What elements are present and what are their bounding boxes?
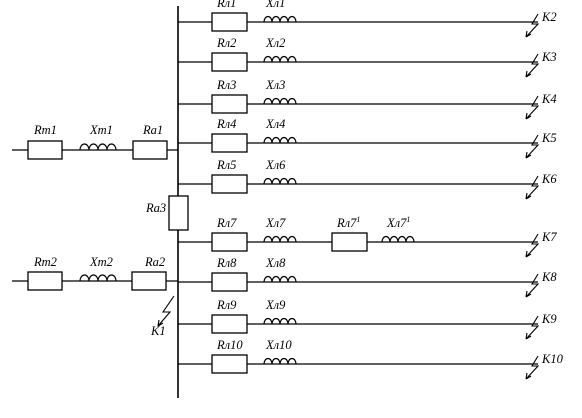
- fault-bolt-k10: [525, 355, 540, 380]
- line-resistor-label: Rл5: [216, 158, 236, 172]
- resistor-ra2: [131, 271, 167, 291]
- fault-label-k2: K2: [541, 10, 557, 24]
- label-rm2: Rm2: [33, 255, 57, 269]
- line-resistor: [211, 52, 248, 72]
- line-inductor: [263, 97, 297, 105]
- label-xm1: Xm1: [89, 123, 113, 137]
- line-resistor: [211, 133, 248, 153]
- fault-label-k4: K4: [541, 92, 557, 106]
- fault-label-k7: K7: [541, 230, 557, 244]
- line-inductor-label: Xл1: [265, 0, 285, 10]
- line-inductor-label: Xл2: [265, 36, 285, 50]
- fault-bolt-k3: [525, 53, 540, 78]
- inductor-xm2: [79, 274, 117, 282]
- line-resistor: [211, 232, 248, 252]
- fault-bolt-k2: [525, 13, 540, 38]
- resistor-ra1: [132, 140, 168, 160]
- resistor-rm1: [27, 140, 63, 160]
- resistor-ra3: [168, 195, 189, 231]
- fault-label-k9: K9: [541, 312, 557, 326]
- fault-label-k10: K10: [541, 352, 564, 366]
- line-inductor: [263, 235, 297, 243]
- label-k1: K1: [150, 324, 166, 338]
- line-inductor: [263, 15, 297, 23]
- label-ra1: Ra1: [142, 123, 163, 137]
- inductor-xm1: [79, 143, 117, 151]
- fault-label-k5: K5: [541, 131, 557, 145]
- line-resistor-label: Rл3: [216, 78, 236, 92]
- line-inductor-second: [381, 235, 415, 243]
- label-xm2: Xm2: [89, 255, 113, 269]
- line-resistor: [211, 94, 248, 114]
- line-resistor-label: Rл10: [216, 338, 243, 352]
- line-inductor: [263, 357, 297, 365]
- line-resistor-label: Rл9: [216, 298, 237, 312]
- line-inductor-label: Xл8: [265, 256, 286, 270]
- line-resistor-second-label: Rл71: [336, 215, 360, 230]
- line-inductor: [263, 275, 297, 283]
- label-ra3: Ra3: [145, 201, 166, 215]
- fault-bolt-k6: [525, 175, 540, 200]
- fault-bolt-k1: [157, 295, 175, 327]
- line-resistor-label: Rл8: [216, 256, 237, 270]
- line-inductor-label: Xл9: [265, 298, 286, 312]
- source-1: Rm1 Xm1 Ra1: [12, 123, 178, 160]
- line-inductor-label: Xл10: [265, 338, 292, 352]
- line-inductor-second-label: Xл71: [386, 215, 410, 230]
- line-inductor-label: Xл6: [265, 158, 286, 172]
- line-resistor-second: [331, 232, 368, 252]
- fault-label-k3: K3: [541, 50, 557, 64]
- fault-bolt-k9: [525, 315, 540, 340]
- line-inductor-label: Xл7: [265, 216, 286, 230]
- line-resistor: [211, 272, 248, 292]
- line-resistor: [211, 174, 248, 194]
- line-resistor-label: Rл4: [216, 117, 236, 131]
- line-resistor: [211, 12, 248, 32]
- line-inductor-label: Xл3: [265, 78, 285, 92]
- line-inductor: [263, 317, 297, 325]
- label-ra2: Ra2: [144, 255, 165, 269]
- source-2: Rm2 Xm2 Ra2: [12, 255, 178, 291]
- line-resistor-label: Rл2: [216, 36, 236, 50]
- line-resistor-label: Rл7: [216, 216, 237, 230]
- line-inductor: [263, 136, 297, 144]
- fault-bolt-k7: [525, 233, 540, 258]
- fault-label-k8: K8: [541, 270, 557, 284]
- resistor-rm2: [27, 271, 63, 291]
- line-resistor: [211, 314, 248, 334]
- fault-bolt-k8: [525, 273, 540, 298]
- line-inductor: [263, 55, 297, 63]
- fault-label-k6: K6: [541, 172, 557, 186]
- line-resistor-label: Rл1: [216, 0, 236, 10]
- line-resistor: [211, 354, 248, 374]
- label-rm1: Rm1: [33, 123, 57, 137]
- line-inductor: [263, 177, 297, 185]
- fault-bolt-k5: [525, 134, 540, 159]
- line-inductor-label: Xл4: [265, 117, 285, 131]
- fault-bolt-k4: [525, 95, 540, 120]
